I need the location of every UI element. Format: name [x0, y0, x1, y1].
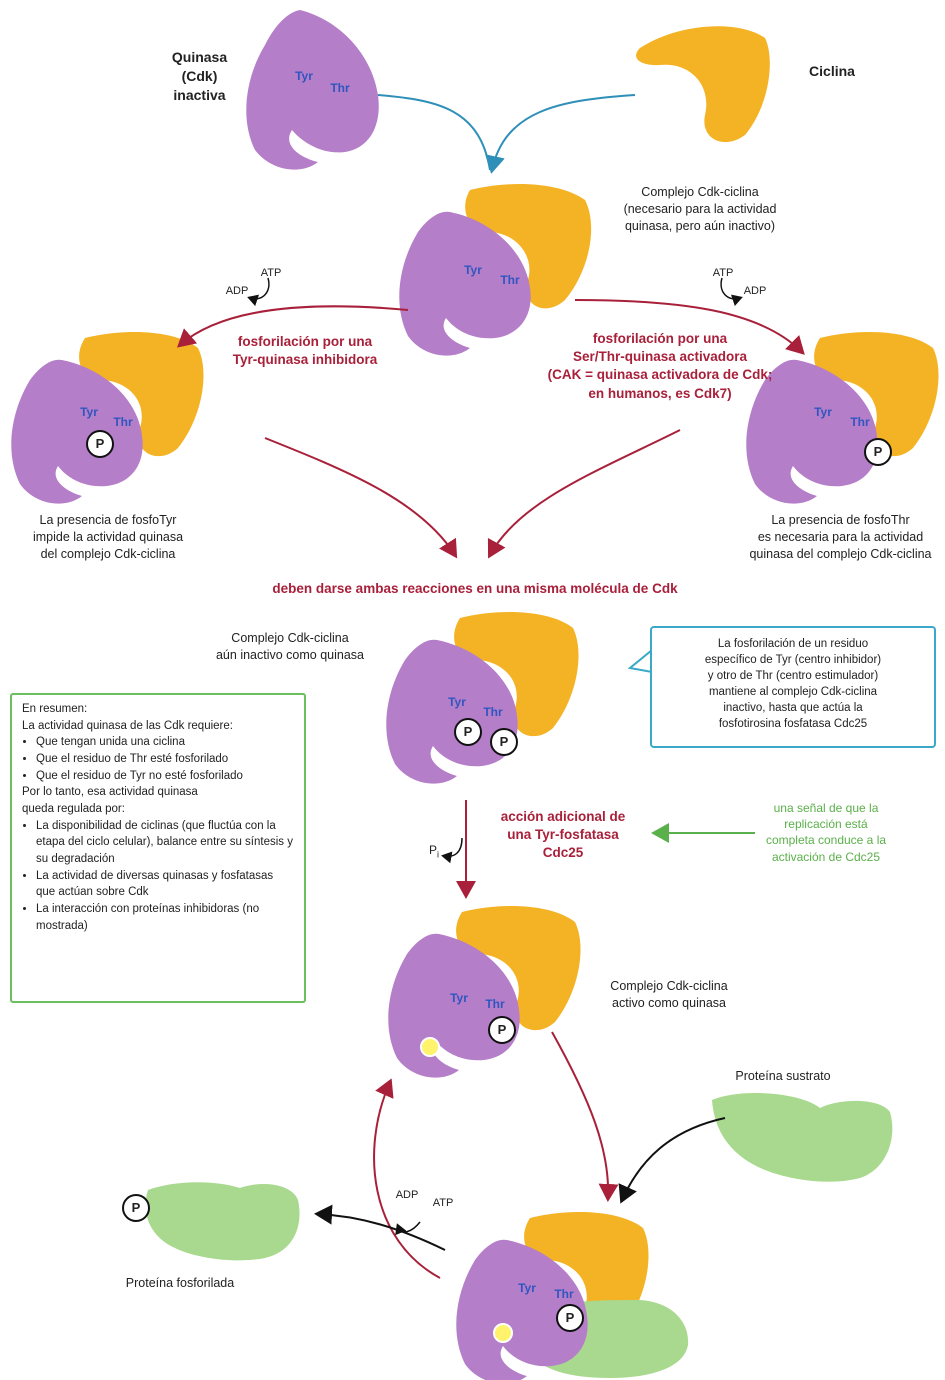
active-complex	[388, 906, 581, 1078]
red-arrow-to-right	[574, 299, 805, 355]
label-phosphotyr-note: La presencia de fosfoTyr impide la activ…	[32, 513, 184, 561]
label-tyr-1: Tyr	[295, 69, 313, 83]
summary-box: En resumen: La actividad quinasa de las …	[10, 693, 306, 1003]
label-thr-2: Thr	[500, 273, 520, 287]
atp-adp-curl-left	[247, 277, 270, 307]
label-pi-sub: i	[437, 849, 439, 860]
summary-intro: La actividad quinasa de las Cdk requiere…	[22, 719, 233, 732]
label-atp-right: ATP	[712, 267, 734, 279]
summary-regulator: La disponibilidad de ciclinas (que fluct…	[36, 818, 294, 868]
phosphate-tyr-center: P	[454, 718, 482, 746]
label-thr-7: Thr	[554, 1287, 574, 1301]
label-atp-left: ATP	[260, 267, 282, 279]
callout-box: La fosforilación de un residuo específic…	[650, 626, 936, 748]
red-arrow-converge-left	[264, 437, 458, 559]
summary-regulators: La disponibilidad de ciclinas (que fluct…	[22, 818, 294, 935]
phosphorylated-protein-shape	[145, 1182, 300, 1261]
label-inactive-kinase: Quinasa (Cdk) inactiva	[171, 49, 228, 103]
cdk-cyclin-complex	[399, 184, 592, 356]
label-tyr-6: Tyr	[450, 991, 468, 1005]
red-arrow-to-bottom	[551, 1031, 619, 1202]
label-adp-left: ADP	[225, 285, 249, 297]
label-active-complex: Complejo Cdk-ciclina activo como quinasa	[610, 979, 728, 1010]
black-arrow-substrate	[618, 1117, 726, 1204]
substrate-protein-shape	[712, 1093, 893, 1182]
label-thr-4: Thr	[850, 415, 870, 429]
phosphate-product: P	[122, 1194, 150, 1222]
atp-adp-curl-bottom	[395, 1221, 421, 1236]
label-adp-bottom: ADP	[395, 1189, 419, 1201]
label-thr-6: Thr	[485, 997, 505, 1011]
label-tyr-4: Tyr	[814, 405, 832, 419]
label-additional-action: acción adicional de una Tyr-fosfatasa Cd…	[500, 809, 626, 861]
label-thr-5: Thr	[483, 705, 503, 719]
label-adp-right: ADP	[743, 285, 767, 297]
black-arrow-product	[314, 1204, 446, 1251]
label-pi: Pi	[426, 842, 442, 861]
summary-regulated-intro: Por lo tanto, esa actividad quinasa qued…	[22, 786, 198, 816]
phosphate-thr-bottom: P	[556, 1304, 584, 1332]
label-replication-signal: una señal de que la replicación está com…	[765, 801, 887, 864]
label-tyr-5: Tyr	[448, 695, 466, 709]
summary-regulator: La actividad de diversas quinasas y fosf…	[36, 868, 294, 901]
label-thr-1: Thr	[330, 81, 350, 95]
enzyme-substrate-complex	[456, 1212, 689, 1380]
phosphate-tyr-left: P	[86, 430, 114, 458]
phosphate-thr-active: P	[488, 1016, 516, 1044]
tyr-phosphorylated-complex	[11, 332, 204, 504]
summary-requirement: Que tengan unida una ciclina	[36, 734, 294, 751]
label-tyr-2: Tyr	[464, 263, 482, 277]
active-site-marker	[420, 1037, 440, 1057]
red-arrow-to-left	[176, 305, 409, 348]
label-tyr-7: Tyr	[518, 1281, 536, 1295]
callout-tail	[627, 649, 653, 673]
summary-regulator: La interacción con proteínas inhibidoras…	[36, 901, 294, 934]
label-thr-3: Thr	[113, 415, 133, 429]
thr-phosphorylated-complex	[746, 332, 939, 504]
label-pi-p: P	[428, 843, 437, 857]
inactive-kinase-shape	[246, 10, 379, 170]
label-phosphorylated-protein: Proteína fosforilada	[125, 1276, 235, 1290]
summary-title: En resumen:	[22, 703, 88, 715]
label-phosphothr-note: La presencia de fosfoThr es necesaria pa…	[749, 513, 932, 561]
phosphate-thr-center: P	[490, 728, 518, 756]
summary-requirements: Que tengan unida una ciclina Que el resi…	[22, 734, 294, 784]
double-phosphorylated-complex	[386, 612, 579, 784]
label-complex: Complejo Cdk-ciclina (necesario para la …	[623, 185, 777, 233]
label-substrate: Proteína sustrato	[735, 1069, 831, 1083]
cyclin-shape	[636, 26, 770, 143]
pi-curl	[441, 837, 463, 864]
blue-arrow-right	[485, 94, 636, 174]
red-arrow-converge-right	[487, 429, 681, 559]
label-cyclin: Ciclina	[809, 63, 855, 79]
label-tyr-3: Tyr	[80, 405, 98, 419]
phosphate-thr-right: P	[864, 438, 892, 466]
atp-adp-curl-right	[720, 277, 743, 307]
label-both-reactions: deben darse ambas reacciones en una mism…	[272, 581, 678, 596]
red-arrow-recycle	[373, 1078, 441, 1279]
label-atp-bottom: ATP	[432, 1197, 454, 1209]
blue-arrow-left	[377, 94, 491, 171]
label-phos-activating: fosforilación por una Ser/Thr-quinasa ac…	[547, 331, 773, 401]
label-phos-inhibitory: fosforilación por una Tyr-quinasa inhibi…	[232, 334, 378, 368]
summary-requirement: Que el residuo de Tyr no esté fosforilad…	[36, 768, 294, 785]
summary-requirement: Que el residuo de Thr esté fosforilado	[36, 751, 294, 768]
label-still-inactive: Complejo Cdk-ciclina aún inactivo como q…	[215, 631, 364, 662]
